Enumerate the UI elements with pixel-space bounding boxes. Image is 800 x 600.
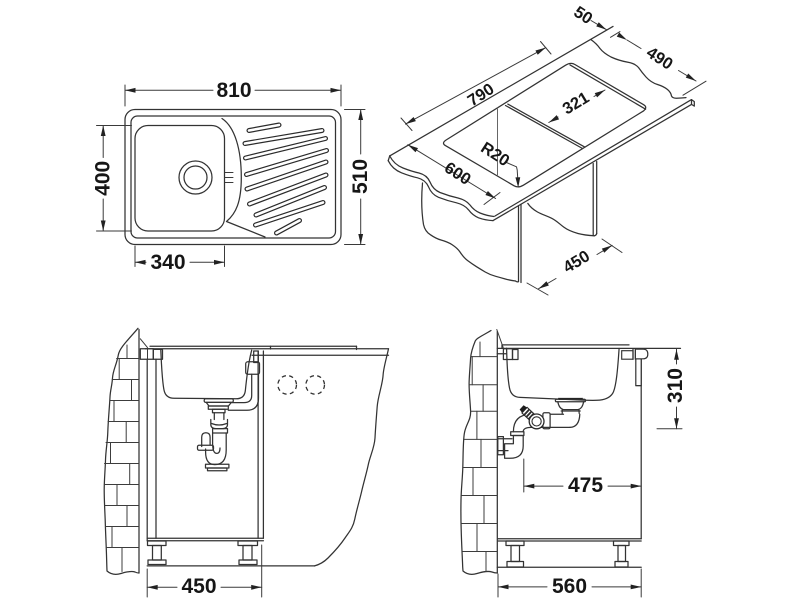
svg-text:340: 340: [150, 251, 185, 274]
svg-text:310: 310: [664, 368, 687, 403]
svg-text:450: 450: [181, 575, 216, 598]
svg-text:510: 510: [349, 159, 372, 194]
svg-text:400: 400: [92, 161, 115, 196]
svg-text:475: 475: [568, 474, 603, 497]
svg-text:810: 810: [216, 79, 251, 102]
svg-text:560: 560: [552, 575, 587, 598]
